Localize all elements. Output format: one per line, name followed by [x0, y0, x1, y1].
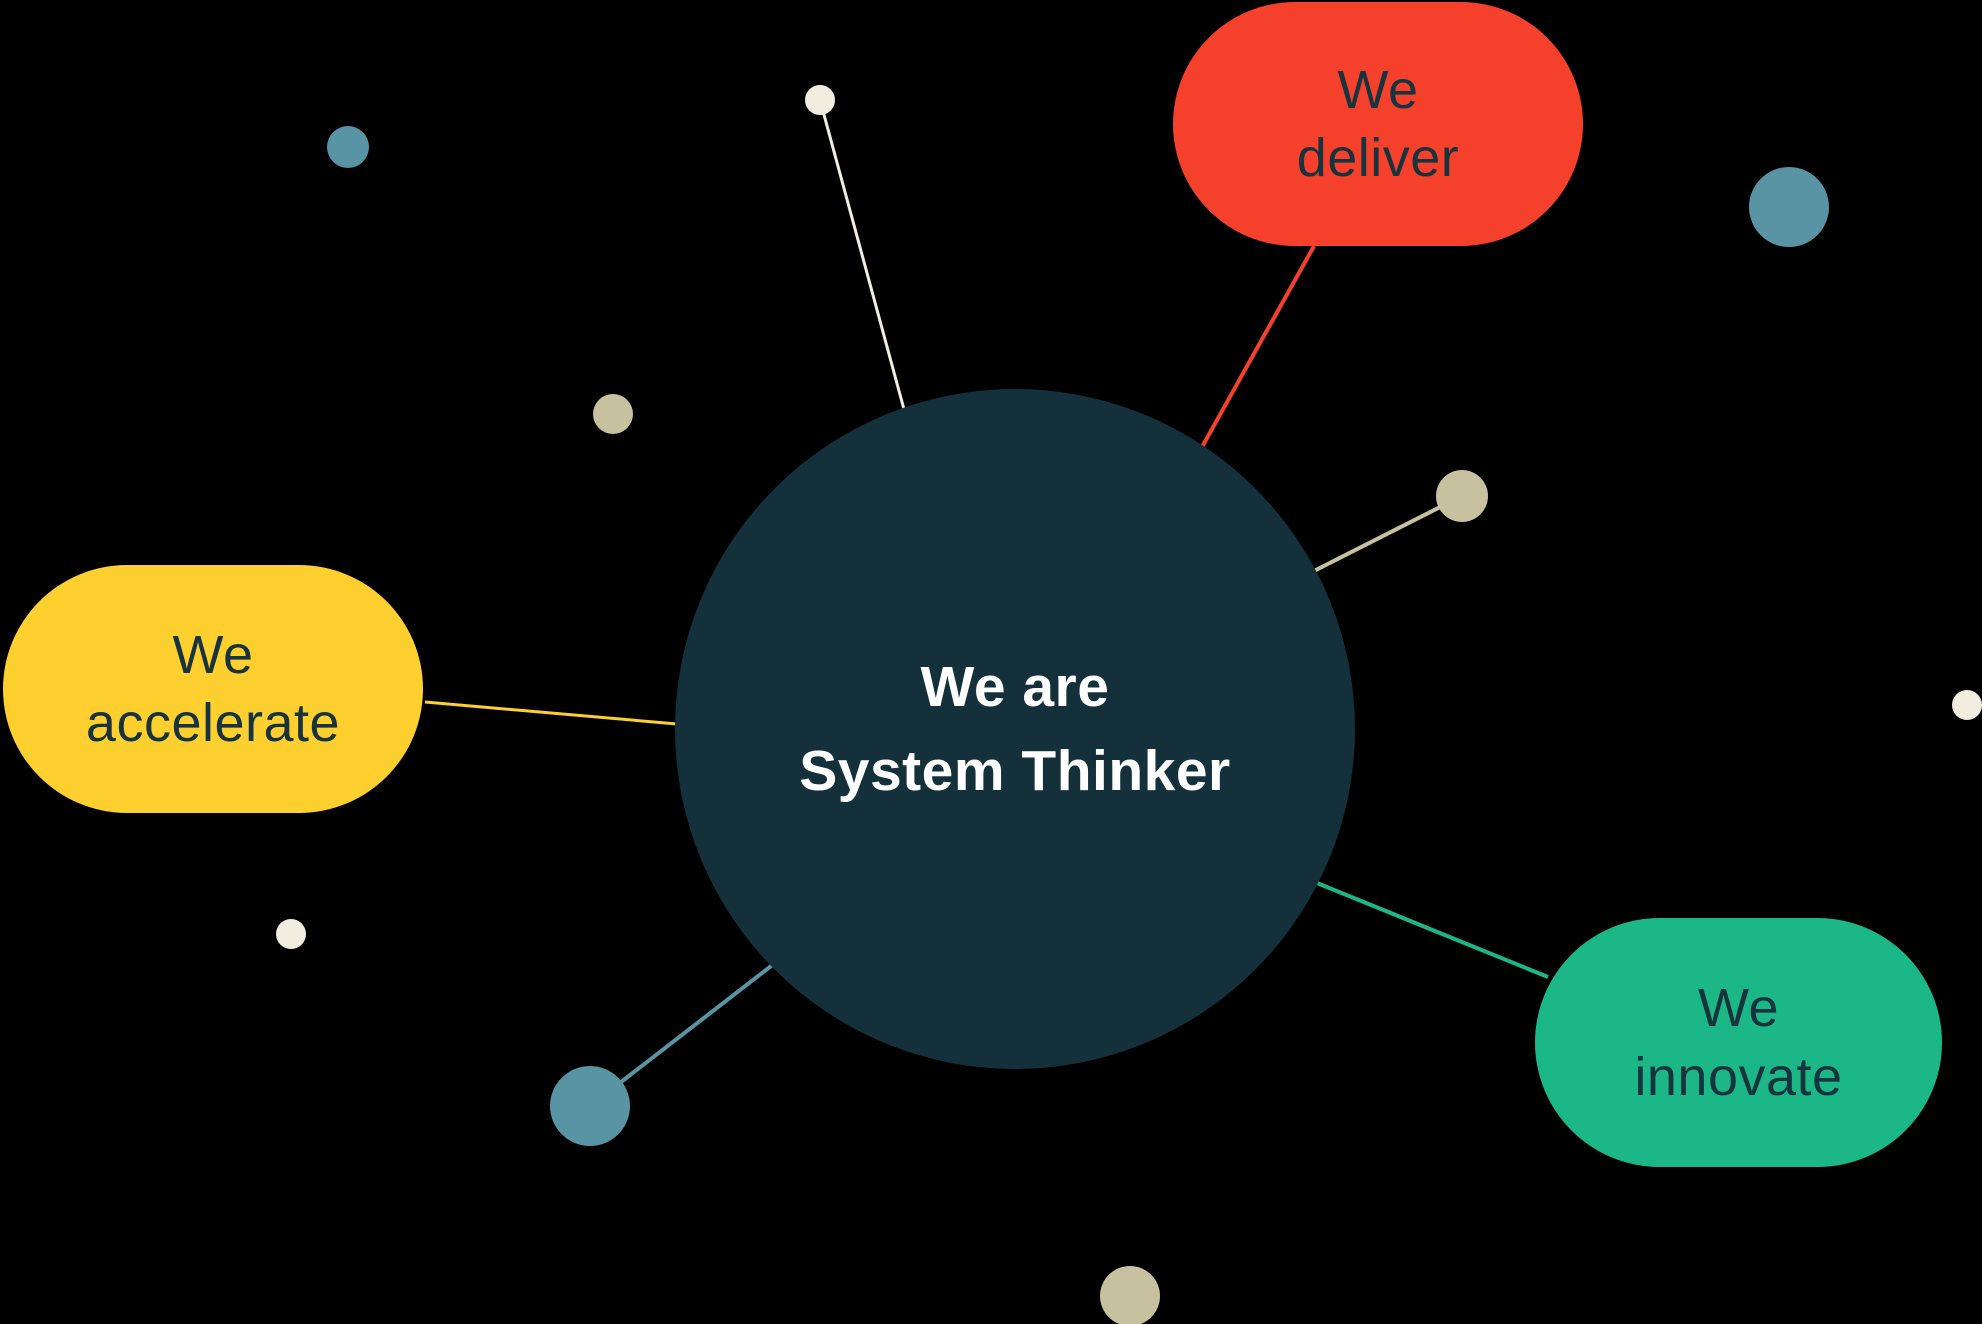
connector-line-yellow	[424, 700, 678, 726]
connector-line-beige	[1309, 494, 1463, 575]
center-circle-node: We are System Thinker	[675, 389, 1355, 1069]
decor-dot-beige	[593, 394, 633, 434]
decor-dot-steel_blue	[550, 1066, 630, 1146]
decor-dot-steel_blue	[327, 126, 369, 168]
bubble-we-accelerate: We accelerate	[3, 565, 423, 813]
bubble-we-accelerate-line2: accelerate	[85, 693, 341, 753]
bubble-we-deliver-line2: deliver	[1296, 128, 1460, 188]
decor-dot-beige	[1436, 470, 1488, 522]
bubble-we-innovate-line2: innovate	[1634, 1046, 1843, 1107]
decor-dot-cream	[1952, 690, 1982, 720]
center-label-line1: We are	[920, 654, 1110, 719]
bubble-we-deliver: We deliver	[1173, 2, 1583, 246]
decor-dot-cream	[276, 919, 306, 949]
connector-line-green	[1316, 881, 1549, 979]
bubble-we-innovate-line1: We	[1697, 978, 1780, 1039]
bubble-we-innovate: We innovate	[1535, 918, 1942, 1167]
decor-dot-steel_blue	[1749, 167, 1829, 247]
center-label-line2: System Thinker	[799, 739, 1231, 803]
bubble-we-accelerate-line1: We	[172, 624, 254, 685]
decor-dot-cream	[805, 85, 835, 115]
decor-dot-beige	[1100, 1266, 1160, 1324]
connector-line-red	[1200, 245, 1316, 448]
bubble-we-deliver-line1: We	[1337, 59, 1419, 120]
connector-line-cream	[818, 99, 907, 414]
